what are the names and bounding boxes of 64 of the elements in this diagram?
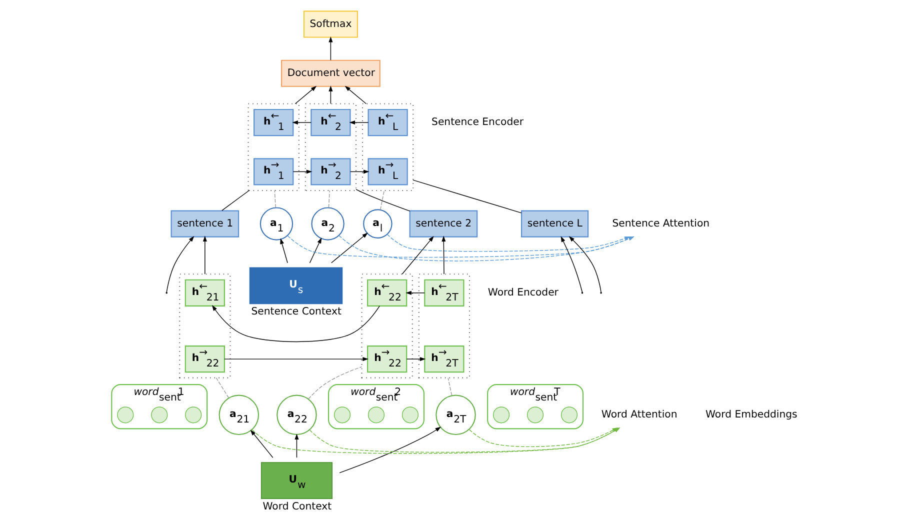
node-box: sentence 2	[409, 210, 478, 238]
arrow	[469, 428, 618, 448]
node-circle	[560, 406, 578, 424]
arrow	[386, 234, 630, 252]
arrow	[331, 232, 368, 264]
connector	[356, 188, 410, 212]
node-box: Softmax	[303, 10, 358, 38]
arrow	[280, 238, 288, 264]
arrow	[560, 236, 583, 292]
arrow	[442, 236, 446, 274]
node-box: sentence L	[521, 210, 589, 238]
node-circle	[526, 406, 544, 424]
arrow	[224, 357, 368, 362]
arrow	[166, 236, 194, 292]
arrow	[350, 170, 370, 174]
node-label: Sentence Context	[251, 306, 342, 318]
arrow	[338, 235, 634, 262]
arrow	[292, 120, 312, 125]
connector	[222, 190, 250, 211]
arrow	[309, 238, 322, 264]
connector	[216, 377, 230, 398]
node-box: sentence 1	[170, 210, 240, 238]
arrow	[568, 236, 602, 292]
connector	[328, 190, 330, 208]
arrow	[344, 86, 367, 104]
arrow	[309, 428, 620, 453]
node-text: Sentence Attention	[612, 218, 710, 230]
arrow	[294, 86, 317, 104]
cluster	[179, 274, 231, 378]
connector	[412, 180, 522, 214]
arrow	[339, 426, 442, 474]
cluster	[328, 384, 424, 430]
label: Sentence Encoder	[432, 117, 524, 128]
arrow	[252, 428, 620, 454]
node-circle	[151, 406, 168, 424]
node-text: Word Attention	[601, 410, 678, 421]
arrow	[294, 434, 299, 458]
arrow	[202, 236, 207, 274]
arrow	[287, 235, 634, 258]
node-box: Document vector	[281, 60, 380, 87]
arrow	[402, 236, 434, 274]
label: Word Encoder	[488, 288, 558, 299]
arrow	[250, 430, 274, 458]
arrow	[328, 36, 333, 60]
arrow	[328, 86, 333, 104]
node-label: Word Context	[262, 502, 332, 513]
connector	[308, 366, 362, 400]
connector	[380, 190, 385, 210]
connector	[448, 377, 452, 396]
node-circle	[334, 406, 351, 424]
arrow	[349, 120, 369, 125]
label: Word Embeddings	[706, 410, 798, 421]
cluster	[487, 384, 584, 430]
arrow	[406, 290, 425, 295]
arrow	[212, 305, 380, 342]
cluster	[111, 384, 208, 430]
node-circle	[368, 406, 385, 424]
node-circle	[493, 406, 510, 424]
arrow	[292, 170, 312, 174]
node-circle	[117, 406, 134, 424]
node-circle	[185, 406, 202, 424]
node-circle	[402, 406, 419, 424]
arrow	[406, 357, 426, 362]
connector	[274, 190, 276, 208]
